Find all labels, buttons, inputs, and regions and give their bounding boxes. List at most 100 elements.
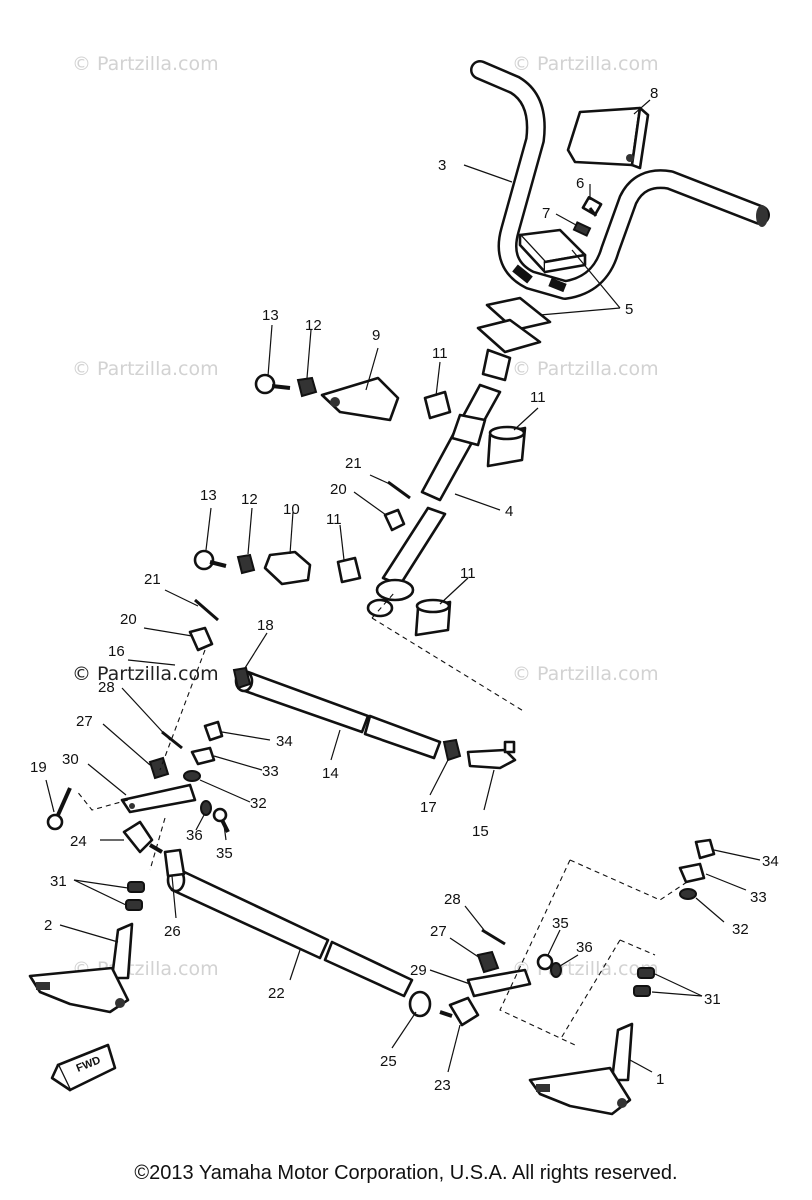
castle-nut <box>188 626 214 652</box>
watermark: © Partzilla.com <box>512 958 659 980</box>
locknut <box>163 848 186 878</box>
callout-number: 2 <box>44 917 52 934</box>
tie-rod-lower <box>166 867 414 998</box>
callout-number: 26 <box>164 923 181 940</box>
callout-labels: 8 3 6 7 5 13 12 9 11 11 21 20 4 13 12 10… <box>30 85 779 1094</box>
callout-number: 18 <box>257 617 274 634</box>
collar <box>200 800 212 816</box>
callout-number: 15 <box>472 823 489 840</box>
callout-number: 34 <box>762 853 779 870</box>
callout-number: 24 <box>70 833 87 850</box>
callout-number: 4 <box>505 503 513 520</box>
callout-number: 9 <box>372 327 380 344</box>
bearing <box>633 967 655 997</box>
callout-number: 22 <box>268 985 285 1002</box>
tie-rod-end <box>466 740 517 770</box>
cotter-pin <box>481 928 506 946</box>
nut <box>694 838 716 860</box>
grease-nipple <box>678 862 706 884</box>
handlebar-pad <box>566 106 650 170</box>
callout-number: 31 <box>704 991 721 1008</box>
callout-number: 12 <box>305 317 322 334</box>
callout-number: 6 <box>576 175 584 192</box>
callout-number: 13 <box>200 487 217 504</box>
steering-knuckle-right <box>528 1022 634 1116</box>
bearing <box>125 881 145 911</box>
callout-number: 32 <box>250 795 267 812</box>
watermark: © Partzilla.com <box>72 53 219 75</box>
watermark: © Partzilla.com <box>72 663 219 685</box>
callout-number: 36 <box>186 827 203 844</box>
callout-number: 7 <box>542 205 550 222</box>
callout-number: 35 <box>216 845 233 862</box>
callout-number: 32 <box>732 921 749 938</box>
callout-number: 21 <box>144 571 161 588</box>
collar <box>550 962 562 978</box>
callout-number: 30 <box>62 751 79 768</box>
callout-number: 28 <box>98 679 115 696</box>
castle-nut <box>476 950 500 974</box>
bushing <box>423 390 527 468</box>
copyright-notice: ©2013 Yamaha Motor Corporation, U.S.A. A… <box>134 1162 678 1184</box>
assembly-lines <box>75 591 691 1046</box>
washer <box>183 770 201 782</box>
nut <box>296 376 318 398</box>
callout-number: 13 <box>262 307 279 324</box>
callout-number: 29 <box>410 962 427 979</box>
callout-number: 31 <box>50 873 67 890</box>
tie-rod-upper <box>234 669 442 760</box>
bolt <box>193 549 227 571</box>
bolt <box>536 953 554 971</box>
castle-nut <box>383 508 406 532</box>
callout-number: 33 <box>750 889 767 906</box>
bolt <box>581 196 603 217</box>
callout-number: 34 <box>276 733 293 750</box>
callout-number: 25 <box>380 1053 397 1070</box>
callout-number: 27 <box>76 713 93 730</box>
callout-number: 27 <box>430 923 447 940</box>
castle-nut <box>148 756 170 780</box>
callout-number: 17 <box>420 799 437 816</box>
bushing <box>336 556 452 637</box>
grease-nipple <box>190 746 216 766</box>
callout-number: 19 <box>30 759 47 776</box>
watermark: © Partzilla.com <box>72 358 219 380</box>
callout-number: 28 <box>444 891 461 908</box>
callout-number: 21 <box>345 455 362 472</box>
callout-number: 20 <box>330 481 347 498</box>
nut <box>203 720 224 742</box>
callout-number: 1 <box>656 1071 664 1088</box>
callout-number: 14 <box>322 765 339 782</box>
handlebar-holder-lower <box>476 296 552 354</box>
watermark: © Partzilla.com <box>512 53 659 75</box>
locknut <box>408 990 432 1018</box>
fwd-arrow: FWD <box>50 1043 117 1092</box>
knuckle-arm <box>466 968 532 998</box>
callout-number: 11 <box>432 345 448 362</box>
callout-number: 36 <box>576 939 593 956</box>
callout-number: 11 <box>326 511 342 528</box>
pitman-arm <box>120 783 197 814</box>
callout-number: 3 <box>438 157 446 174</box>
watermarks: © Partzilla.com © Partzilla.com © Partzi… <box>72 53 659 980</box>
callout-number: 5 <box>625 301 633 318</box>
callout-number: 10 <box>283 501 300 518</box>
bolt <box>254 373 291 395</box>
washer <box>679 888 697 900</box>
cotter-pin <box>194 598 219 622</box>
callout-number: 8 <box>650 85 658 102</box>
tie-rod-end <box>439 996 480 1027</box>
locknut <box>232 666 252 690</box>
callout-number: 12 <box>241 491 258 508</box>
locknut <box>442 738 462 762</box>
handlebar-holder-upper <box>518 228 587 274</box>
bolt <box>212 807 230 833</box>
callout-number: 20 <box>120 611 137 628</box>
callout-number: 35 <box>552 915 569 932</box>
callout-number: 11 <box>460 565 476 582</box>
steering-knuckle-left <box>28 922 134 1014</box>
nut <box>236 553 256 575</box>
steering-column <box>366 348 512 618</box>
